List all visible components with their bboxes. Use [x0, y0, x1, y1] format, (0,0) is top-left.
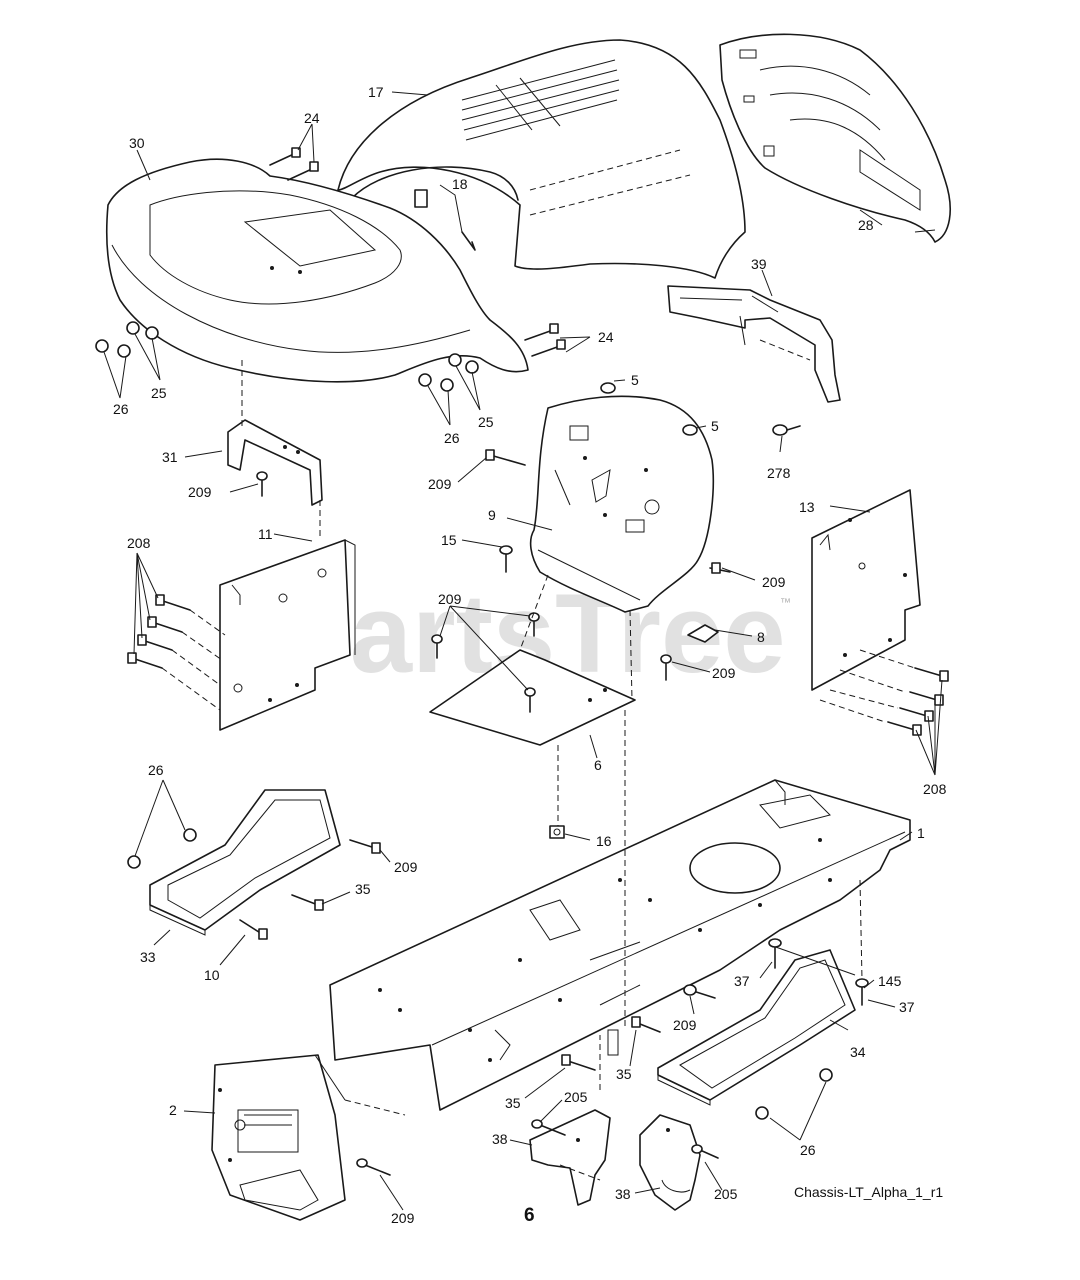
part-front-frame[interactable] — [211, 1054, 346, 1221]
callout-35[interactable]: 35 — [616, 1066, 632, 1082]
callout-25[interactable]: 25 — [151, 385, 167, 401]
watermark-trademark: ™ — [780, 597, 791, 609]
callout-209[interactable]: 209 — [438, 591, 462, 607]
callout-17[interactable]: 17 — [368, 84, 384, 100]
part-hood[interactable] — [337, 39, 746, 279]
callout-28[interactable]: 28 — [858, 217, 874, 233]
callout-38[interactable]: 38 — [615, 1186, 631, 1202]
callout-24[interactable]: 24 — [304, 110, 320, 126]
callout-209[interactable]: 209 — [673, 1017, 697, 1033]
callout-209[interactable]: 209 — [712, 665, 736, 681]
callout-38[interactable]: 38 — [492, 1131, 508, 1147]
callout-39[interactable]: 39 — [751, 256, 767, 272]
part-right-side-panel[interactable] — [811, 489, 921, 691]
callout-labels: 17 24 30 18 28 39 24 25 26 25 26 5 5 278… — [113, 84, 947, 1226]
part-clip[interactable] — [414, 189, 476, 251]
diagram-reference-code: Chassis-LT_Alpha_1_r1 — [794, 1184, 943, 1200]
part-left-side-panel[interactable] — [219, 539, 356, 731]
part-fender-bracket[interactable] — [227, 419, 323, 506]
callout-208[interactable]: 208 — [127, 535, 151, 551]
callout-205[interactable]: 205 — [564, 1089, 588, 1105]
callout-35[interactable]: 35 — [355, 881, 371, 897]
callout-18[interactable]: 18 — [452, 176, 468, 192]
callout-209[interactable]: 209 — [188, 484, 212, 500]
part-hood-bracket[interactable] — [667, 285, 841, 403]
callout-37[interactable]: 37 — [899, 999, 915, 1015]
callout-278[interactable]: 278 — [767, 465, 791, 481]
part-dash-panel[interactable] — [529, 395, 715, 613]
callout-13[interactable]: 13 — [799, 499, 815, 515]
callout-31[interactable]: 31 — [162, 449, 178, 465]
part-left-footrest[interactable] — [149, 789, 341, 936]
callout-205[interactable]: 205 — [714, 1186, 738, 1202]
part-floor-plate[interactable] — [429, 649, 636, 746]
callout-1[interactable]: 1 — [917, 825, 925, 841]
callout-209[interactable]: 209 — [762, 574, 786, 590]
part-grille[interactable] — [719, 33, 951, 243]
callout-2[interactable]: 2 — [169, 1102, 177, 1118]
part-bracket-left[interactable] — [529, 1109, 611, 1206]
callout-11[interactable]: 11 — [258, 526, 273, 542]
callout-145[interactable]: 145 — [878, 973, 902, 989]
callout-209[interactable]: 209 — [428, 476, 452, 492]
callout-37[interactable]: 37 — [734, 973, 750, 989]
callout-209[interactable]: 209 — [391, 1210, 415, 1226]
callout-35[interactable]: 35 — [505, 1095, 521, 1111]
callout-33[interactable]: 33 — [140, 949, 156, 965]
callout-26[interactable]: 26 — [148, 762, 164, 778]
part-fender[interactable] — [105, 158, 529, 383]
callout-24[interactable]: 24 — [598, 329, 614, 345]
callout-34[interactable]: 34 — [850, 1044, 866, 1060]
leader-lines — [103, 91, 943, 1211]
hardware — [95, 147, 949, 1176]
callout-10[interactable]: 10 — [204, 967, 220, 983]
callout-25[interactable]: 25 — [478, 414, 494, 430]
callout-208[interactable]: 208 — [923, 781, 947, 797]
callout-8[interactable]: 8 — [757, 629, 765, 645]
callout-15[interactable]: 15 — [441, 532, 457, 548]
callout-5[interactable]: 5 — [631, 372, 639, 388]
callout-30[interactable]: 30 — [129, 135, 145, 151]
part-right-footrest[interactable] — [657, 944, 856, 1106]
callout-9[interactable]: 9 — [488, 507, 496, 523]
callout-6[interactable]: 6 — [594, 757, 602, 773]
callout-26[interactable]: 26 — [113, 401, 129, 417]
part-bracket-right[interactable] — [639, 1114, 701, 1211]
page-number: 6 — [524, 1205, 535, 1226]
callout-26[interactable]: 26 — [800, 1142, 816, 1158]
callout-16[interactable]: 16 — [596, 833, 612, 849]
callout-26[interactable]: 26 — [444, 430, 460, 446]
callout-209[interactable]: 209 — [394, 859, 418, 875]
part-frame[interactable] — [329, 779, 911, 1111]
part-spring-clip[interactable] — [687, 624, 719, 643]
callout-5[interactable]: 5 — [711, 418, 719, 434]
